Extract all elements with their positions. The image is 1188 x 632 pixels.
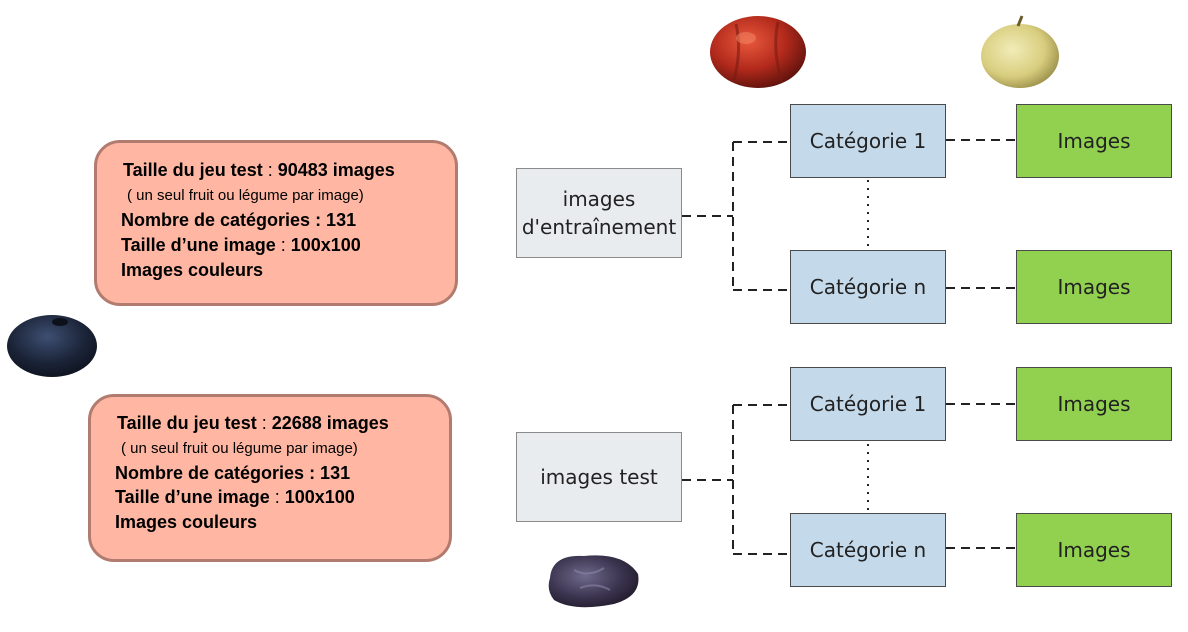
train-source-box: images d'entraînement (516, 168, 682, 258)
train-info-categories: Nombre de catégories : 131 (121, 210, 357, 230)
tomato-photo (710, 16, 806, 88)
test-info-color: Images couleurs (115, 512, 258, 532)
test-info-size-value: 22688 images (271, 413, 389, 433)
test-images-n-box: Images (1016, 513, 1172, 587)
test-info-categories: Nombre de catégories : 131 (115, 463, 351, 483)
train-images-1-box: Images (1016, 104, 1172, 178)
train-source-label-2: d'entraînement (521, 215, 677, 239)
test-category-1-box: Catégorie 1 (790, 367, 946, 441)
train-info-note: ( un seul fruit ou légume par image) (127, 187, 364, 204)
train-category-n-box: Catégorie n (790, 250, 946, 324)
test-info-note: ( un seul fruit ou légume par image) (121, 440, 358, 457)
train-info-line4: Taille d’une image : 100x100 (121, 235, 361, 255)
date-photo (548, 555, 639, 608)
test-category-n-box: Catégorie n (790, 513, 946, 587)
test-info-box: Taille du jeu test : 22688 images ( un s… (88, 394, 452, 562)
test-info-image-size-label: Taille d’une image (115, 487, 270, 507)
test-info-image-size-value: 100x100 (284, 487, 355, 507)
train-images-n-box: Images (1016, 250, 1172, 324)
train-info-image-size-value: 100x100 (290, 235, 361, 255)
test-info-size-label: Taille du jeu test (117, 413, 257, 433)
test-source-box: images test (516, 432, 682, 522)
test-info-line1: Taille du jeu test : 22688 images (117, 413, 389, 433)
apple-photo (981, 15, 1059, 88)
train-source-label-1: images (562, 187, 636, 211)
test-images-1-box: Images (1016, 367, 1172, 441)
train-info-color: Images couleurs (121, 260, 264, 280)
train-category-1-box: Catégorie 1 (790, 104, 946, 178)
test-info-line4: Taille d’une image : 100x100 (115, 487, 355, 507)
train-info-size-value: 90483 images (277, 160, 395, 180)
train-info-image-size-label: Taille d’une image (121, 235, 276, 255)
blueberry-photo (7, 315, 97, 377)
train-info-line1: Taille du jeu test : 90483 images (123, 160, 395, 180)
train-info-size-label: Taille du jeu test (123, 160, 263, 180)
train-info-box: Taille du jeu test : 90483 images ( un s… (94, 140, 458, 306)
